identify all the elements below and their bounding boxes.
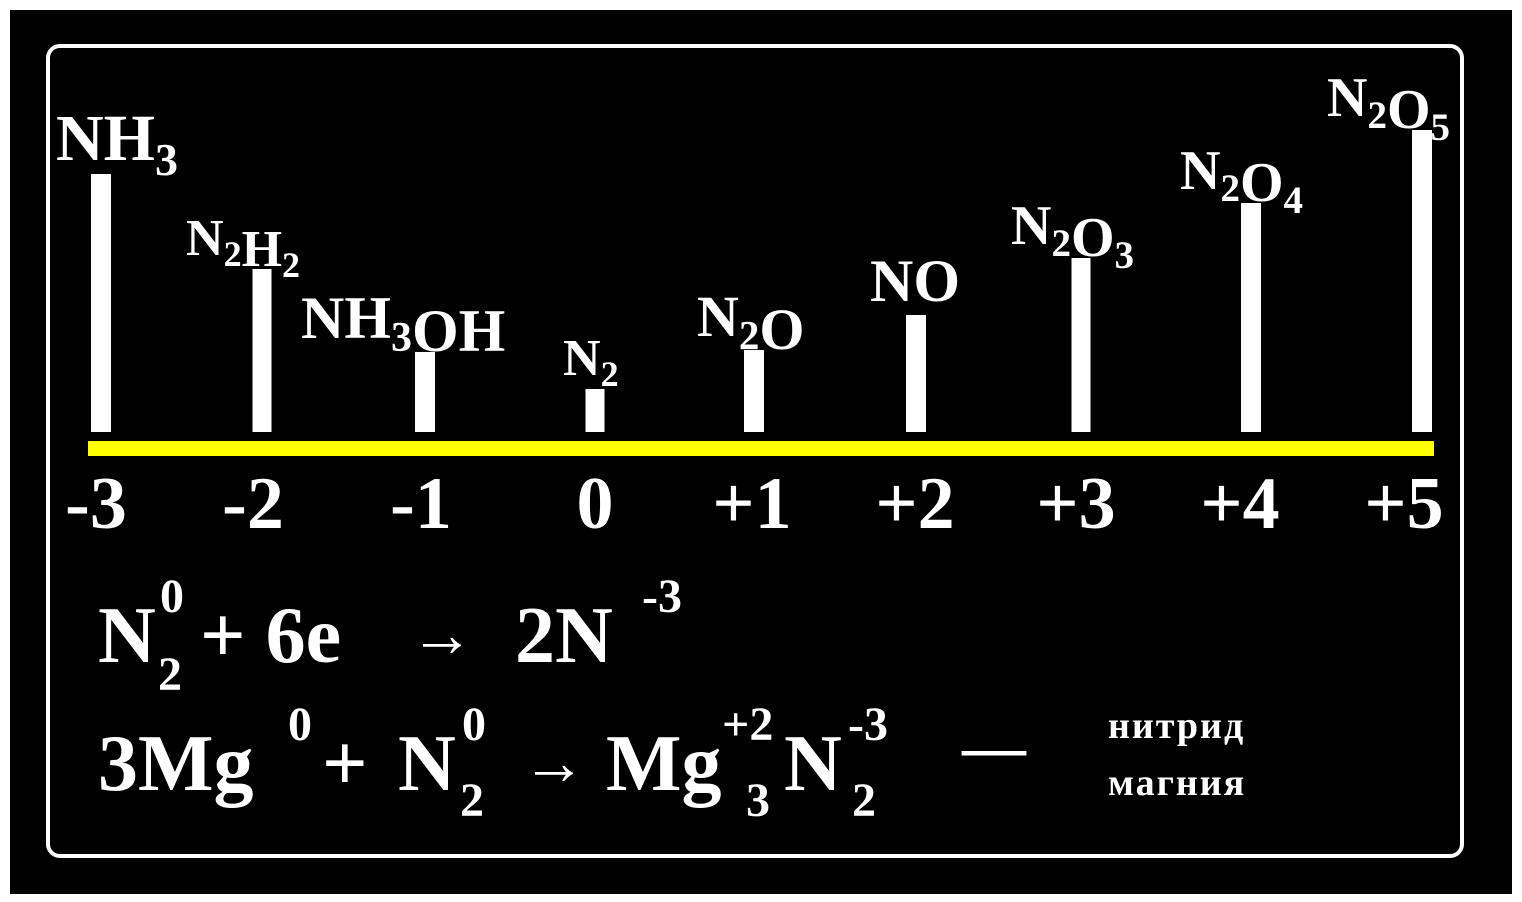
compound-label-0: NH3: [56, 102, 178, 185]
eq2-plus: +: [322, 720, 368, 808]
bar-4: [744, 350, 764, 432]
note-line-2: магния: [1108, 762, 1246, 804]
eq1-plus-electrons: + 6e: [200, 592, 341, 680]
equation-2: 3Mg 0 + N 0 2 → Mg +2 3 N -3 2 — нитрид …: [98, 698, 1246, 827]
compound-label-2: NH3OH: [301, 285, 505, 364]
compound-label-3: N2: [563, 330, 619, 394]
eq1-n-superscript: 0: [160, 570, 184, 623]
tick-label-2: -1: [390, 463, 452, 545]
eq2-product-n: N: [784, 720, 842, 808]
tick-label-3: 0: [577, 463, 614, 545]
tick-label-0: -3: [65, 463, 127, 545]
bar-0: [91, 174, 111, 432]
bar-series: [91, 130, 1432, 432]
bar-1: [252, 269, 272, 432]
eq2-magnesium: 3Mg: [98, 720, 254, 808]
compound-label-8: N2O5: [1327, 67, 1450, 149]
bar-5: [906, 315, 926, 432]
eq1-product: 2N: [515, 592, 613, 680]
tick-label-4: +1: [712, 463, 791, 545]
eq2-arrow: →: [522, 727, 586, 798]
equation-1: N 0 2 + 6e → 2N -3: [98, 570, 682, 701]
tick-label-1: -2: [222, 463, 284, 545]
eq2-dash: —: [961, 711, 1027, 782]
eq2-nitrogen: N: [398, 720, 456, 808]
eq2-product-n-subscript: 2: [852, 774, 876, 827]
compound-label-6: N2O3: [1011, 195, 1134, 277]
eq1-product-superscript: -3: [642, 570, 682, 623]
eq1-arrow: →: [410, 599, 474, 670]
bar-2: [415, 352, 435, 432]
eq2-product-mg-superscript: +2: [722, 698, 773, 751]
bar-8: [1412, 130, 1432, 432]
compound-label-4: N2O: [697, 284, 805, 362]
note-line-1: нитрид: [1108, 705, 1245, 747]
eq2-product-n-superscript: -3: [848, 698, 888, 751]
tick-labels: -3 -2 -1 0 +1 +2 +3 +4 +5: [65, 463, 1443, 545]
eq2-magnesium-superscript: 0: [288, 698, 312, 751]
oxidation-axis-line: [88, 441, 1434, 456]
eq2-nitrogen-superscript: 0: [462, 698, 486, 751]
eq2-product-mg: Mg: [606, 720, 722, 808]
tick-label-7: +4: [1200, 463, 1279, 545]
eq1-n-subscript: 2: [158, 648, 182, 701]
slide-frame: [46, 44, 1464, 858]
tick-label-5: +2: [875, 463, 954, 545]
tick-label-6: +3: [1036, 463, 1115, 545]
bar-3: [585, 389, 605, 432]
compound-label-5: NO: [870, 248, 960, 314]
eq2-product-mg-subscript: 3: [746, 774, 770, 827]
bar-7: [1241, 203, 1261, 432]
compound-label-1: N2H2: [186, 210, 300, 285]
compound-label-7: N2O4: [1180, 140, 1303, 222]
bar-6: [1071, 258, 1091, 432]
eq1-n: N: [98, 592, 156, 680]
eq2-nitrogen-subscript: 2: [460, 774, 484, 827]
tick-label-8: +5: [1364, 463, 1443, 545]
